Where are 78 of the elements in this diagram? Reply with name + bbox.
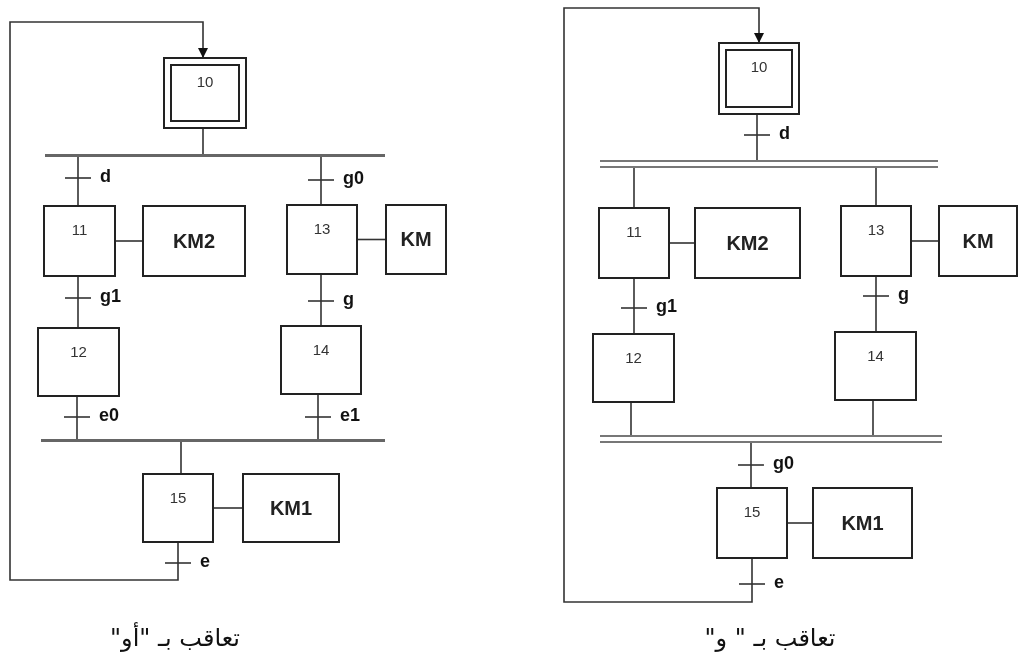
step-number: 15 (743, 503, 761, 520)
step-box (43, 205, 116, 277)
step-number: 14 (312, 341, 330, 358)
transition-condition: d (779, 123, 790, 144)
step-number: 13 (867, 221, 885, 238)
link-line (115, 240, 143, 242)
action-name: KM1 (841, 511, 884, 535)
link-line (630, 402, 632, 436)
link-line (872, 400, 874, 436)
step-box (142, 473, 214, 543)
link-line (180, 441, 182, 474)
transition-condition: g0 (773, 453, 794, 474)
step-box (37, 327, 120, 397)
link-line (213, 507, 243, 509)
step-number: 10 (750, 58, 768, 75)
action-name: KM2 (172, 229, 216, 253)
step-number: 10 (196, 73, 214, 90)
link-line (317, 394, 319, 440)
step-number: 12 (70, 343, 87, 360)
transition-condition: g1 (656, 296, 677, 317)
link-line (202, 128, 204, 155)
link-line (633, 278, 635, 334)
link-line (875, 167, 877, 206)
action-name: KM1 (269, 496, 313, 520)
step-box (840, 205, 912, 277)
transition-condition: g0 (343, 168, 364, 189)
action-box (938, 205, 1018, 277)
link-line (750, 442, 752, 488)
initial-step-box (718, 42, 800, 115)
link-line (320, 156, 322, 205)
link-line (77, 276, 79, 328)
step-number: 11 (71, 221, 88, 238)
action-box (142, 205, 246, 277)
link-line (77, 156, 79, 206)
return-arrow (9, 21, 208, 581)
diagram-caption: تعاقب بـ " و" (704, 624, 836, 652)
link-line (357, 238, 386, 241)
link-line (875, 276, 877, 332)
link-line (756, 114, 758, 161)
transition-condition: e (774, 572, 784, 593)
step-box (280, 325, 362, 395)
simultaneous-bar (600, 160, 938, 168)
step-number: 12 (625, 349, 642, 366)
action-box (385, 204, 447, 275)
step-number: 11 (626, 223, 642, 240)
link-line (633, 167, 635, 208)
transition-condition: e (200, 551, 210, 572)
initial-step-box (163, 57, 247, 129)
action-box (812, 487, 913, 559)
step-number: 14 (867, 347, 884, 364)
step-box (716, 487, 788, 559)
step-box (598, 207, 670, 279)
action-name: KM (400, 228, 432, 251)
transition-condition: e1 (340, 405, 361, 426)
link-line (911, 240, 939, 242)
step-number: 13 (313, 220, 331, 237)
transition-condition: g1 (100, 286, 121, 307)
transition-condition: g (343, 289, 354, 310)
action-box (242, 473, 340, 543)
link-line (76, 396, 78, 440)
transition-condition: g (898, 284, 909, 305)
divergence-bar (45, 154, 385, 157)
step-number: 15 (169, 489, 187, 506)
simultaneous-bar (600, 435, 942, 443)
link-line (320, 274, 322, 326)
step-box (592, 333, 675, 403)
link-line (787, 522, 813, 524)
action-name: KM2 (726, 231, 769, 255)
transition-condition: e0 (99, 405, 120, 426)
transition-condition: d (100, 166, 111, 187)
divergence-bar (41, 439, 385, 442)
step-box (286, 204, 358, 275)
step-box (834, 331, 917, 401)
action-name: KM (962, 229, 994, 253)
action-box (694, 207, 801, 279)
diagram-caption: تعاقب بـ "أو" (110, 624, 240, 652)
link-line (669, 242, 695, 244)
return-arrow (563, 7, 764, 603)
